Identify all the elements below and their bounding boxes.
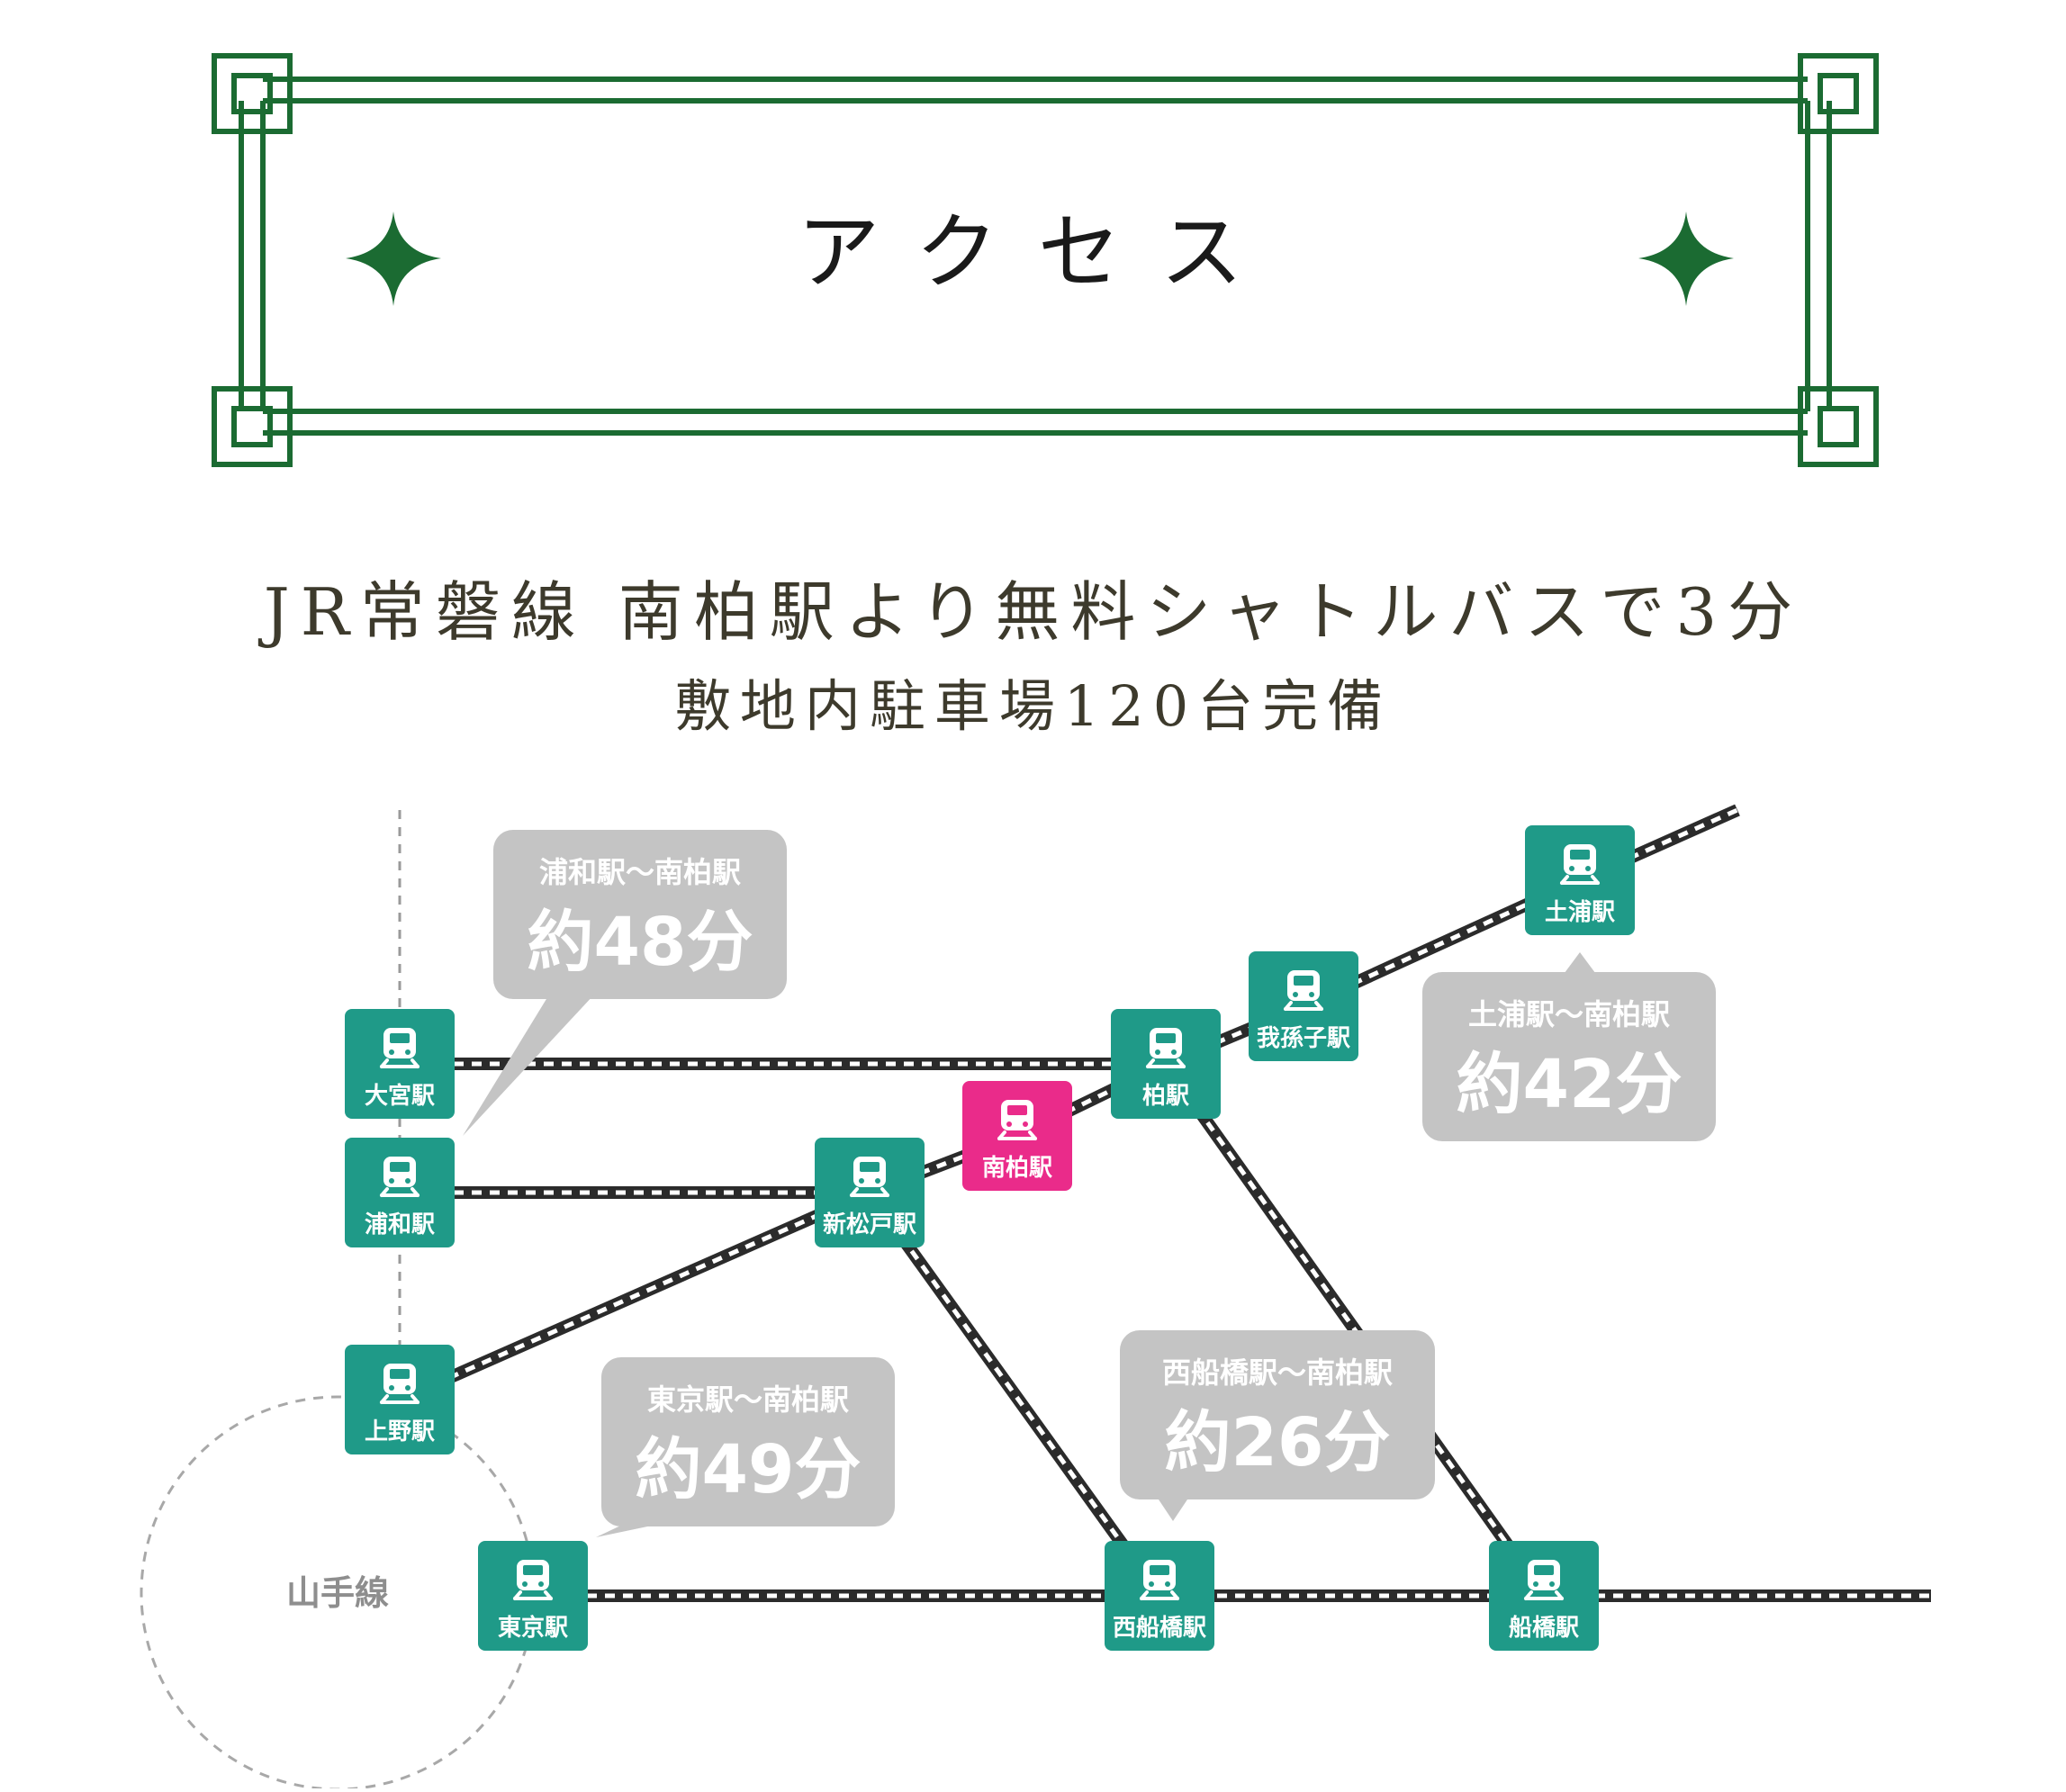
station-shinmatsudo: 新松戸駅 (815, 1138, 925, 1247)
station-ueno: 上野駅 (345, 1345, 455, 1454)
bubble-route: 東京駅〜南柏駅 (647, 1382, 849, 1417)
train-icon (997, 1100, 1037, 1140)
station-label: 船橋駅 (1509, 1614, 1579, 1642)
station-abiko: 我孫子駅 (1249, 951, 1358, 1061)
bubble-route: 浦和駅〜南柏駅 (539, 855, 741, 889)
station-minamikashiwa: 南柏駅 (962, 1081, 1072, 1191)
station-label: 東京駅 (498, 1614, 568, 1642)
page-title: アクセス (797, 204, 1282, 301)
bubble-route: 土浦駅〜南柏駅 (1468, 997, 1670, 1031)
title-frame (212, 53, 1879, 467)
station-box (815, 1138, 925, 1247)
station-box (478, 1541, 588, 1651)
station-funabashi: 船橋駅 (1489, 1541, 1599, 1651)
station-box (1111, 1009, 1221, 1119)
bubble-route: 西船橋駅〜南柏駅 (1162, 1355, 1393, 1390)
station-label: 柏駅 (1142, 1083, 1189, 1110)
route-map: 山手線 浦和駅〜南柏駅約48分土浦駅〜南柏駅約42分東京駅〜南柏駅約49分西船橋… (140, 804, 1931, 1791)
station-nishifunabashi: 西船橋駅 (1105, 1541, 1214, 1651)
bubble-shape (1120, 1330, 1435, 1499)
parking-info: 敷地内駐車場120台完備 (675, 673, 1392, 739)
station-kashiwa: 柏駅 (1111, 1009, 1221, 1119)
station-urawa: 浦和駅 (345, 1138, 455, 1247)
bubble-time: 約26分 (1165, 1404, 1391, 1481)
station-label: 大宮駅 (365, 1082, 435, 1110)
station-label: 上野駅 (365, 1418, 435, 1445)
station-label: 南柏駅 (982, 1155, 1052, 1182)
station-tsuchiura: 土浦駅 (1525, 825, 1635, 935)
bubble-tail (1562, 952, 1598, 977)
station-box (1525, 825, 1635, 935)
station-label: 浦和駅 (365, 1211, 435, 1238)
station-label: 我孫子駅 (1257, 1025, 1350, 1052)
station-box (345, 1345, 455, 1454)
station-box (345, 1009, 455, 1119)
station-box (962, 1081, 1072, 1191)
left-star-icon (346, 212, 441, 306)
bubble-tail (596, 1521, 673, 1537)
bubble-tail (1155, 1494, 1191, 1521)
bubble-shape (493, 830, 787, 999)
bubble-tail (463, 995, 594, 1136)
station-box (345, 1138, 455, 1247)
station-box (1105, 1541, 1214, 1651)
station-tokyo: 東京駅 (478, 1541, 588, 1651)
station-omiya: 大宮駅 (345, 1009, 455, 1119)
access-headline: JR常磐線 南柏駅より無料シャトルバスで3分 (257, 574, 1803, 650)
station-box (1249, 951, 1358, 1061)
bubble-time: 約49分 (636, 1431, 862, 1508)
bubble-shape (1422, 972, 1716, 1141)
station-label: 西船橋駅 (1113, 1614, 1206, 1642)
station-label: 新松戸駅 (823, 1211, 916, 1238)
bubble-shape (601, 1357, 895, 1526)
station-box (1489, 1541, 1599, 1651)
bubble-time: 約42分 (1457, 1046, 1683, 1123)
time-bubbles: 浦和駅〜南柏駅約48分土浦駅〜南柏駅約42分東京駅〜南柏駅約49分西船橋駅〜南柏… (463, 830, 1716, 1537)
station-label: 土浦駅 (1545, 898, 1615, 926)
bubble-time: 約48分 (528, 904, 753, 981)
yamanote-label: 山手線 (286, 1573, 389, 1613)
right-star-icon (1638, 212, 1734, 306)
